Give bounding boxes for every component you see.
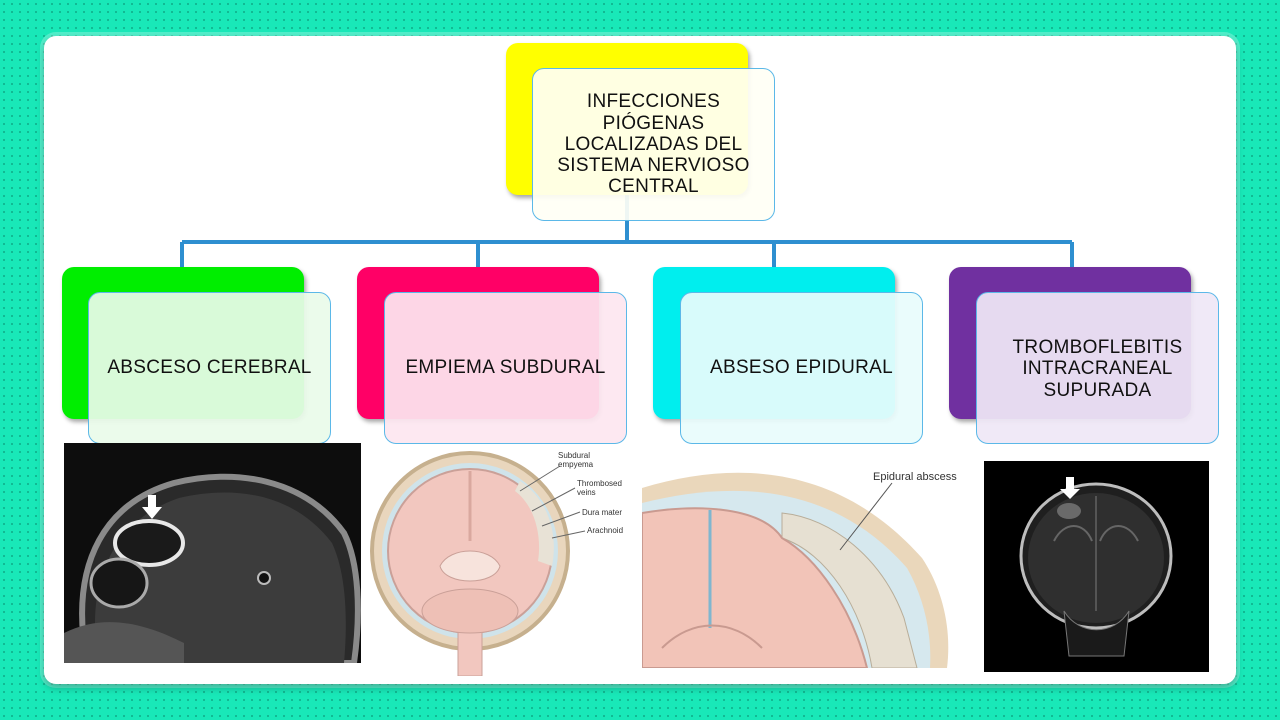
- label-dura-mater: Dura mater: [582, 508, 622, 517]
- branch-empiema-subdural-label: EMPIEMA SUBDURAL: [405, 357, 606, 379]
- root-node-label: INFECCIONES PIÓGENAS LOCALIZADAS DEL SIS…: [557, 91, 750, 198]
- branch-absceso-cerebral-label: ABSCESO CEREBRAL: [107, 357, 312, 379]
- label-arachnoid: Arachnoid: [587, 526, 623, 535]
- branch-abseso-epidural: ABSESO EPIDURAL: [680, 292, 923, 444]
- branch-tromboflebitis-label: TROMBOFLEBITIS INTRACRANEAL SUPURADA: [1012, 337, 1183, 401]
- root-node: INFECCIONES PIÓGENAS LOCALIZADAS DEL SIS…: [532, 68, 775, 221]
- branch-abseso-epidural-label: ABSESO EPIDURAL: [710, 357, 893, 379]
- mri-coronal-tromboflebitis-image: [984, 461, 1209, 672]
- branch-absceso-cerebral: ABSCESO CEREBRAL: [88, 292, 331, 444]
- mri-brain-abscess-image: [64, 443, 361, 663]
- label-epidural-abscess: Epidural abscess: [873, 471, 957, 483]
- branch-empiema-subdural: EMPIEMA SUBDURAL: [384, 292, 627, 444]
- epidural-abscess-illustration: Epidural abscess: [642, 458, 964, 668]
- branch-tromboflebitis: TROMBOFLEBITIS INTRACRANEAL SUPURADA: [976, 292, 1219, 444]
